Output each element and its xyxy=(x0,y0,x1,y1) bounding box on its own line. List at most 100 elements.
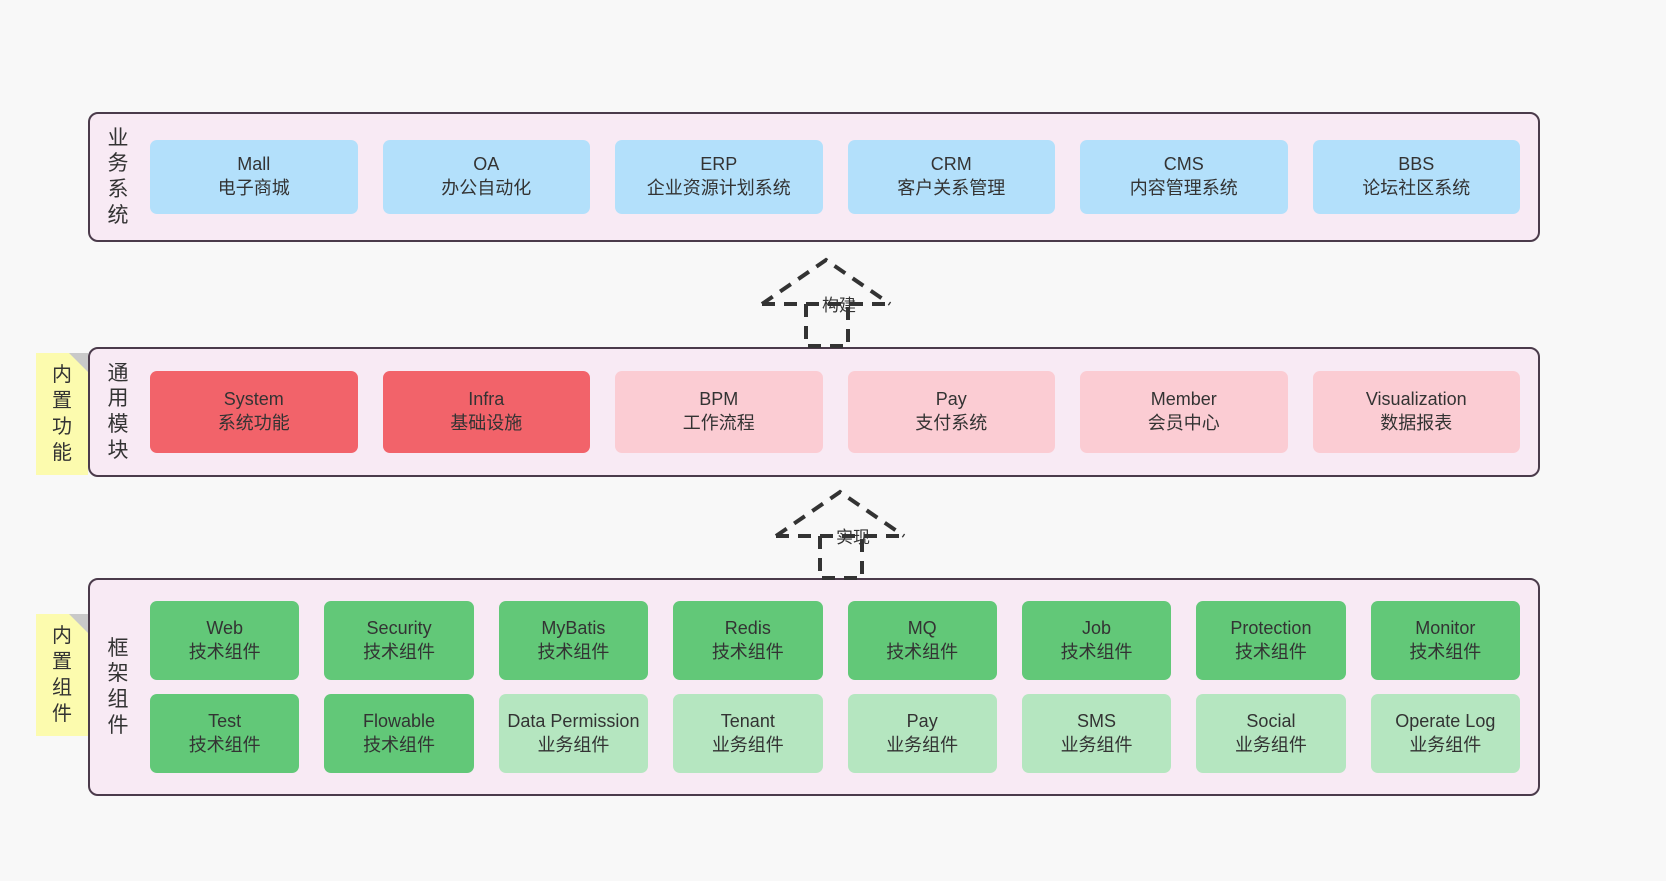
card-subtitle: 业务组件 xyxy=(1060,734,1133,755)
card-subtitle: 业务组件 xyxy=(711,734,784,755)
card-mq[interactable]: MQ 技术组件 xyxy=(847,601,997,680)
card-subtitle: 技术组件 xyxy=(1234,641,1307,662)
card-subtitle: 技术组件 xyxy=(711,641,784,662)
card-social[interactable]: Social 业务组件 xyxy=(1196,694,1346,773)
layer-framework-component: 框 架 组 件 Web 技术组件 Security 技术组件 MyBatis 技… xyxy=(88,578,1540,796)
card-title: Monitor xyxy=(1415,617,1476,638)
layer-business-system: 业 务 系 统 Mall 电子商城 OA 办公自动化 ERP 企业资源计划系统 xyxy=(88,112,1540,242)
card-bpm[interactable]: BPM 工作流程 xyxy=(615,371,823,453)
sticky-label-char: 功 xyxy=(52,416,72,438)
arrow-build: 构建 xyxy=(744,252,934,348)
layer-label-common-module: 通 用 模 块 xyxy=(90,361,146,463)
card-subtitle: 企业资源计划系统 xyxy=(646,178,791,198)
card-flowable[interactable]: Flowable 技术组件 xyxy=(324,694,474,773)
card-title: Job xyxy=(1082,617,1112,638)
card-subtitle: 支付系统 xyxy=(915,413,988,433)
card-title: CRM xyxy=(930,154,972,175)
card-crm[interactable]: CRM 客户关系管理 xyxy=(847,140,1055,214)
dashed-generalization-arrow-icon xyxy=(760,257,892,348)
card-row: Mall 电子商城 OA 办公自动化 ERP 企业资源计划系统 CRM 客户关系… xyxy=(150,140,1520,214)
card-mybatis[interactable]: MyBatis 技术组件 xyxy=(498,601,649,680)
card-title: MyBatis xyxy=(541,617,606,638)
sticky-label-char: 置 xyxy=(52,651,72,673)
card-protection[interactable]: Protection 技术组件 xyxy=(1196,601,1346,680)
card-oa[interactable]: OA 办公自动化 xyxy=(382,140,590,214)
card-subtitle: 内容管理系统 xyxy=(1129,178,1238,198)
card-subtitle: 客户关系管理 xyxy=(897,178,1006,198)
card-data-permission[interactable]: Data Permission 业务组件 xyxy=(498,694,649,773)
sticky-label-char: 能 xyxy=(52,442,72,464)
card-subtitle: 技术组件 xyxy=(886,641,959,662)
card-title: CMS xyxy=(1163,154,1204,175)
card-title: Flowable xyxy=(363,710,436,731)
card-redis[interactable]: Redis 技术组件 xyxy=(673,601,823,680)
card-subtitle: 技术组件 xyxy=(1409,641,1482,662)
layer-label-char: 架 xyxy=(107,662,129,686)
card-title: Pay xyxy=(906,710,938,731)
card-subtitle: 业务组件 xyxy=(537,734,610,755)
card-title: ERP xyxy=(700,154,738,175)
card-title: Redis xyxy=(724,617,771,638)
layer-label-char: 通 xyxy=(107,361,129,385)
card-subtitle: 技术组件 xyxy=(1060,641,1133,662)
sticky-label-char: 件 xyxy=(52,703,72,725)
arrow-implement-label: 实现 xyxy=(836,528,870,547)
sticky-label-char: 组 xyxy=(52,677,72,699)
card-row: Test 技术组件 Flowable 技术组件 Data Permission … xyxy=(150,694,1520,773)
card-title: Security xyxy=(366,617,432,638)
sticky-label-char: 内 xyxy=(52,364,72,386)
card-system[interactable]: System 系统功能 xyxy=(150,371,358,453)
card-erp[interactable]: ERP 企业资源计划系统 xyxy=(615,140,823,214)
card-visualization[interactable]: Visualization 数据报表 xyxy=(1312,371,1520,453)
layer-label-char: 件 xyxy=(107,713,129,737)
sticky-label-char: 置 xyxy=(52,390,72,412)
card-test[interactable]: Test 技术组件 xyxy=(150,694,300,773)
card-title: Web xyxy=(206,617,244,638)
card-web[interactable]: Web 技术组件 xyxy=(150,601,300,680)
card-mall[interactable]: Mall 电子商城 xyxy=(150,140,358,214)
card-cms[interactable]: CMS 内容管理系统 xyxy=(1080,140,1288,214)
card-title: Protection xyxy=(1230,617,1312,638)
card-subtitle: 办公自动化 xyxy=(441,178,532,198)
card-title: OA xyxy=(473,154,500,175)
card-tenant[interactable]: Tenant 业务组件 xyxy=(673,694,823,773)
sticky-fold-corner-icon xyxy=(69,614,88,633)
card-infra[interactable]: Infra 基础设施 xyxy=(382,371,590,453)
card-subtitle: 业务组件 xyxy=(1234,734,1307,755)
layer-label-char: 块 xyxy=(107,438,129,462)
card-subtitle: 技术组件 xyxy=(188,641,261,662)
common-module-cards: System 系统功能 Infra 基础设施 BPM 工作流程 Pay 支付系统… xyxy=(146,371,1538,453)
card-member[interactable]: Member 会员中心 xyxy=(1080,371,1288,453)
card-operate-log[interactable]: Operate Log 业务组件 xyxy=(1370,694,1520,773)
sticky-note-builtin-feature: 内 置 功 能 xyxy=(36,353,88,475)
card-pay-module[interactable]: Pay 支付系统 xyxy=(847,371,1055,453)
card-title: SMS xyxy=(1077,710,1117,731)
layer-label-char: 务 xyxy=(107,152,129,176)
card-subtitle: 基础设施 xyxy=(450,413,523,433)
card-subtitle: 业务组件 xyxy=(1409,734,1482,755)
card-subtitle: 工作流程 xyxy=(682,413,755,433)
framework-component-cards: Web 技术组件 Security 技术组件 MyBatis 技术组件 Redi… xyxy=(146,601,1538,773)
card-title: Visualization xyxy=(1365,389,1467,410)
card-title: Test xyxy=(208,710,242,731)
card-monitor[interactable]: Monitor 技术组件 xyxy=(1370,601,1520,680)
layer-label-char: 模 xyxy=(107,413,129,436)
card-title: Data Permission xyxy=(507,710,640,731)
card-subtitle: 技术组件 xyxy=(188,734,261,755)
card-security[interactable]: Security 技术组件 xyxy=(324,601,474,680)
layer-label-char: 用 xyxy=(107,387,129,411)
card-row: System 系统功能 Infra 基础设施 BPM 工作流程 Pay 支付系统… xyxy=(150,371,1520,453)
card-title: Pay xyxy=(935,389,967,410)
card-pay-component[interactable]: Pay 业务组件 xyxy=(847,694,997,773)
card-subtitle: 技术组件 xyxy=(363,641,436,662)
card-subtitle: 论坛社区系统 xyxy=(1362,178,1471,198)
card-bbs[interactable]: BBS 论坛社区系统 xyxy=(1312,140,1520,214)
layer-label-char: 框 xyxy=(107,636,129,660)
card-sms[interactable]: SMS 业务组件 xyxy=(1021,694,1172,773)
card-subtitle: 系统功能 xyxy=(217,413,290,433)
card-row: Web 技术组件 Security 技术组件 MyBatis 技术组件 Redi… xyxy=(150,601,1520,680)
card-subtitle: 会员中心 xyxy=(1147,413,1220,433)
layer-label-char: 组 xyxy=(107,688,129,711)
card-job[interactable]: Job 技术组件 xyxy=(1021,601,1172,680)
card-subtitle: 技术组件 xyxy=(537,641,610,662)
